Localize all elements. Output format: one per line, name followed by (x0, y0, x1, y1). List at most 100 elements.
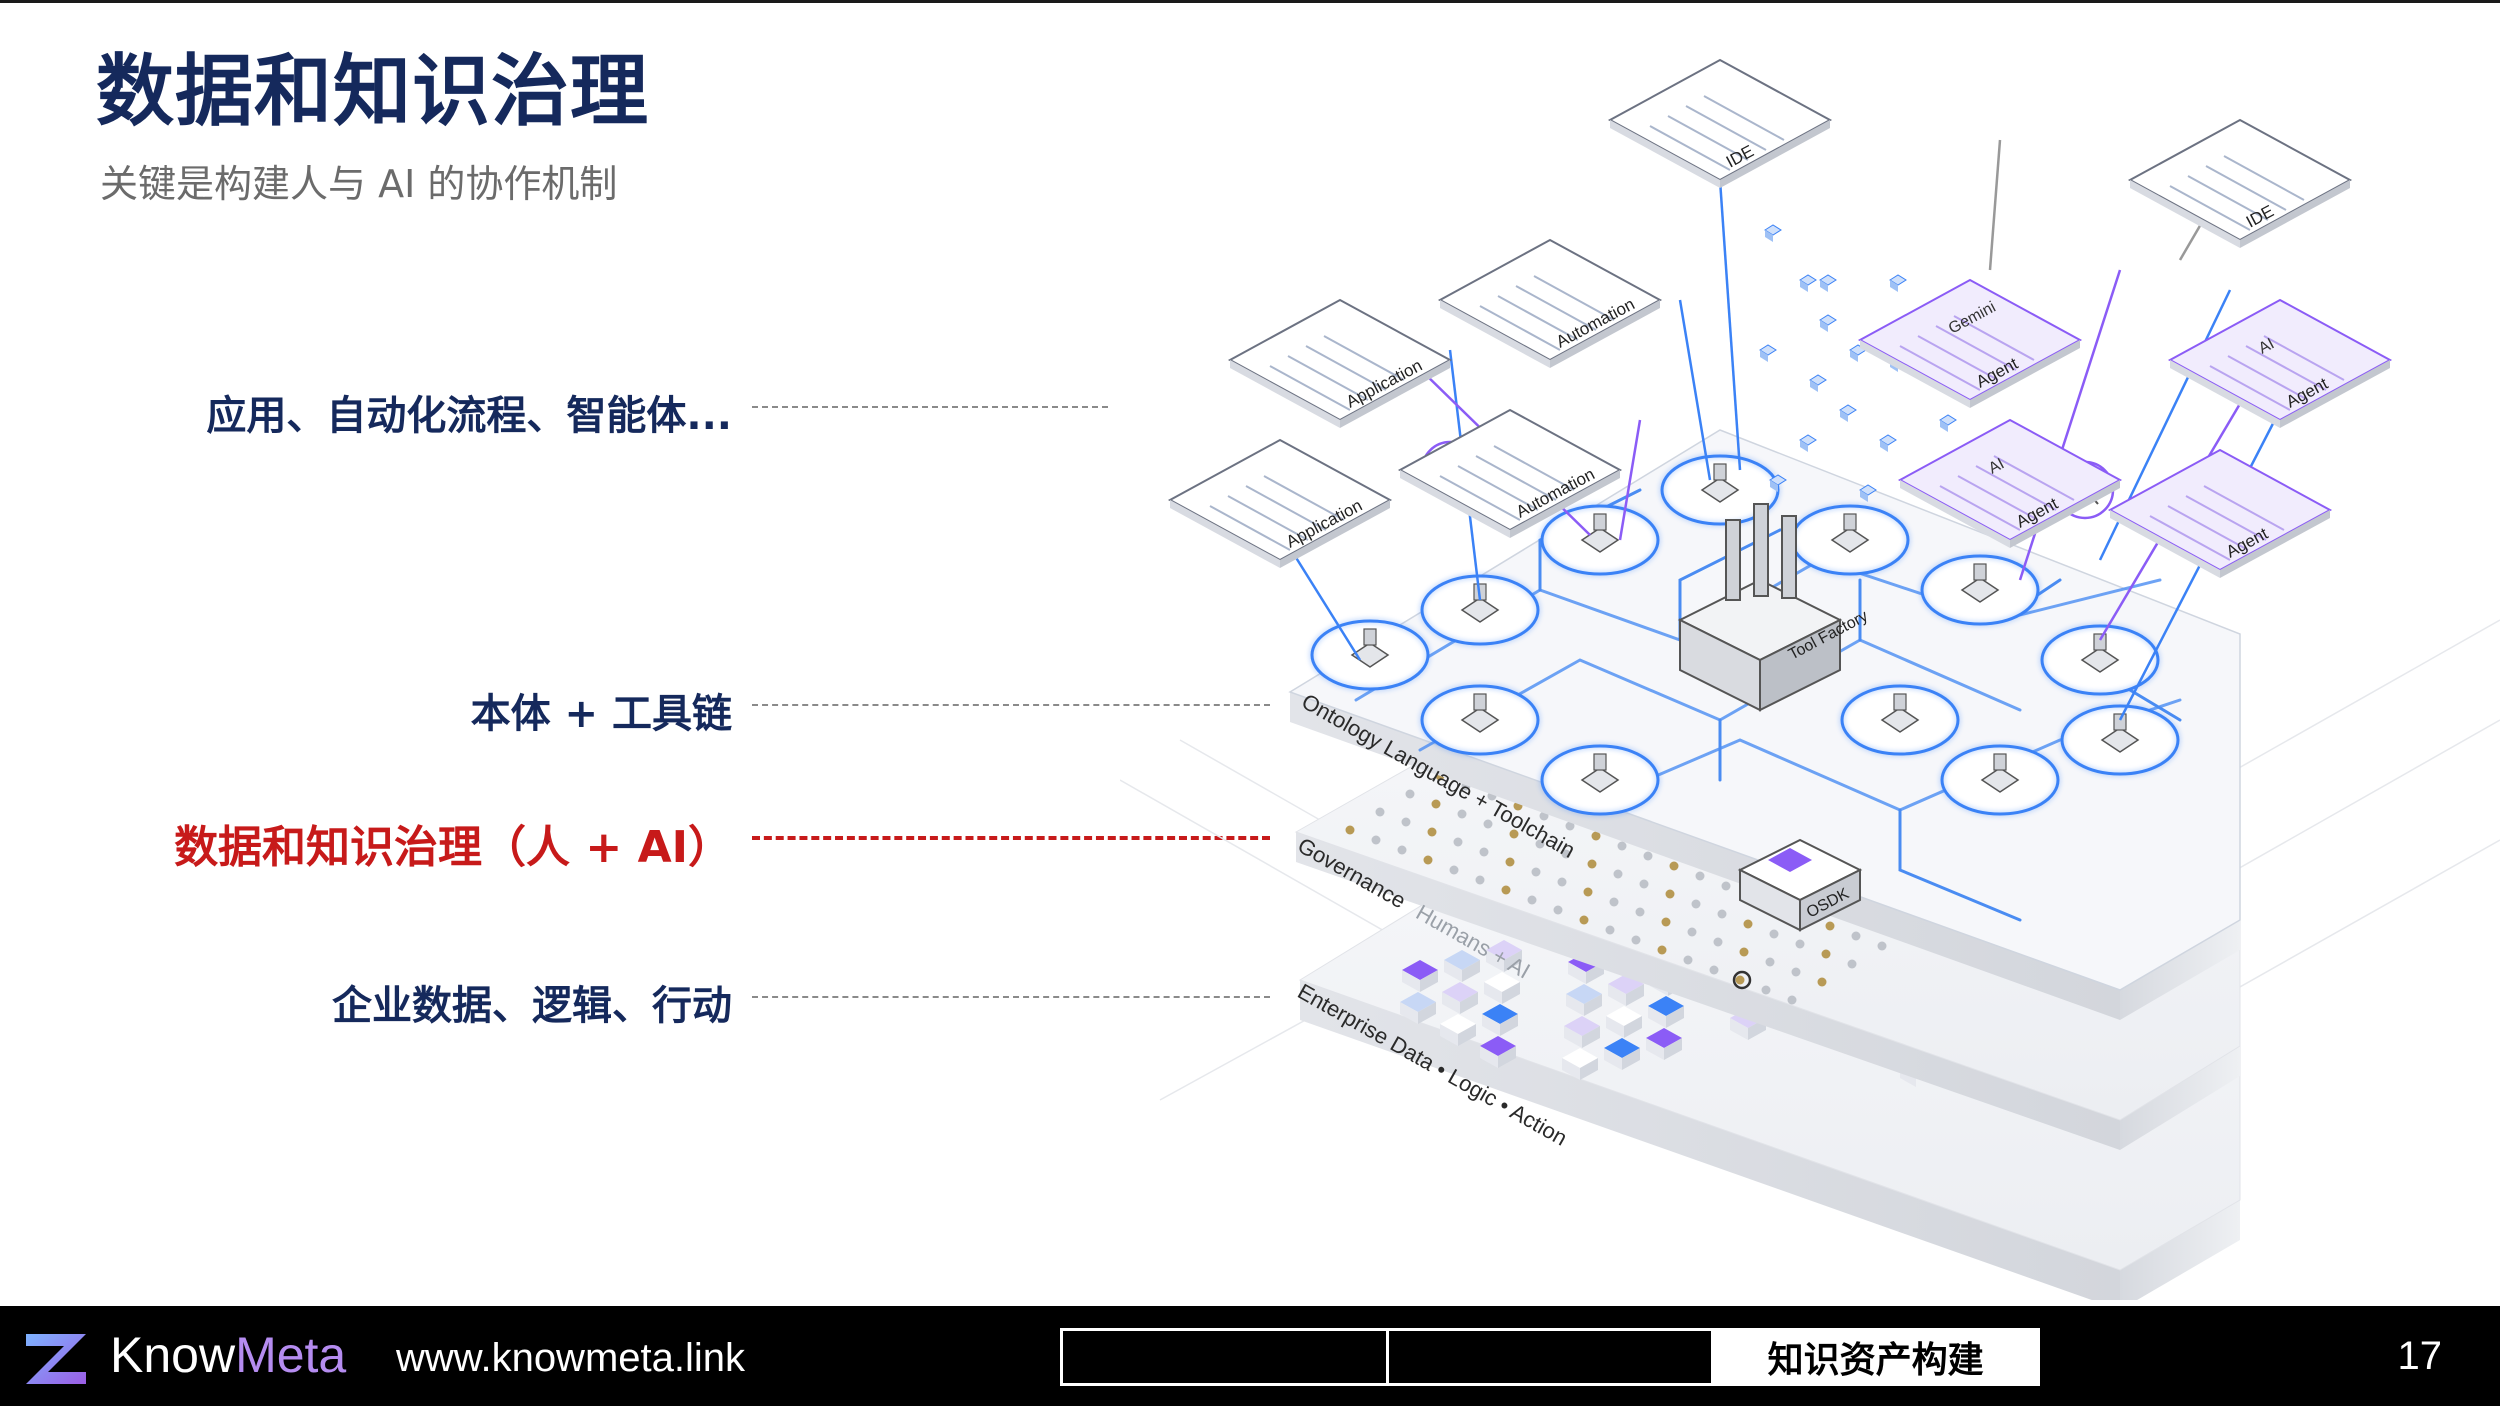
card-ide-right: IDE (2127, 118, 2353, 248)
section-segment-active: 知识资产构建 (1714, 1331, 2038, 1383)
card-application-top: Application (1227, 298, 1453, 428)
governance-dot (1371, 835, 1381, 845)
governance-dot (1847, 959, 1857, 969)
governance-dot (1449, 865, 1459, 875)
governance-dot (1877, 941, 1887, 951)
governance-dot (1695, 871, 1705, 881)
data-cube (1484, 972, 1520, 1004)
governance-dot (1631, 935, 1641, 945)
governance-dot (1583, 887, 1593, 897)
governance-dot (1787, 995, 1797, 1005)
governance-dot (1535, 839, 1545, 849)
data-cube (1606, 1006, 1642, 1038)
governance-dot (1431, 799, 1441, 809)
slide-subtitle: 关键是构建人与 AI 的协作机制 (100, 162, 618, 206)
governance-dot (1669, 861, 1679, 871)
page-number: 17 (2397, 1334, 2443, 1378)
floating-cube (1879, 434, 1897, 452)
governance-dot (1427, 827, 1437, 837)
footer-bar: KnowMeta www.knowmeta.link 知识资产构建 17 (0, 1306, 2500, 1406)
floating-cube (1769, 474, 1787, 492)
knowmeta-logo-icon (26, 1334, 86, 1384)
app-cards: IDEIDEApplicationApplicationAutomationAu… (1167, 58, 2393, 578)
floating-cube (1819, 314, 1837, 332)
top-rule (0, 0, 2500, 3)
connector-line (1678, 299, 1712, 481)
governance-dot (1761, 985, 1771, 995)
leader-line-ontology (752, 704, 1270, 706)
data-cube (1486, 940, 1522, 972)
governance-dot (1605, 925, 1615, 935)
ontology-node (2039, 623, 2161, 697)
data-cube (1566, 984, 1602, 1016)
governance-dot (1397, 845, 1407, 855)
platform-stack-diagram: Enterprise Data • Logic • Action Governa… (1120, 58, 2500, 1300)
brand-name: KnowMeta (110, 1330, 346, 1380)
layer-label-governance: 数据和知识治理（人 + AI） (174, 822, 732, 873)
governance-dot (1345, 825, 1355, 835)
data-cube (1482, 1004, 1518, 1036)
governance-dot (1791, 967, 1801, 977)
floating-cube (1764, 224, 1782, 242)
card-automation-top: Automation (1437, 238, 1663, 368)
ontology-node (1839, 683, 1961, 757)
website-url: www.knowmeta.link (396, 1336, 746, 1380)
osdk-module: OSDK (1737, 838, 1863, 932)
governance-dot (1709, 965, 1719, 975)
data-cube (1646, 1028, 1682, 1060)
governance-dot (1509, 829, 1519, 839)
governance-dot (1717, 909, 1727, 919)
governance-dot (1739, 947, 1749, 957)
section-progress: 知识资产构建 (1060, 1328, 2040, 1386)
floating-cube (1939, 414, 1957, 432)
governance-dot (1665, 889, 1675, 899)
floating-cube (1809, 374, 1827, 392)
section-segment-1 (1063, 1331, 1389, 1383)
ontology-node (1419, 573, 1541, 647)
data-cube (1402, 960, 1438, 992)
governance-dot (1505, 857, 1515, 867)
governance-dot (1735, 975, 1745, 985)
brand-prefix: Know (110, 1327, 236, 1383)
governance-dot (1405, 789, 1415, 799)
governance-dot (1475, 875, 1485, 885)
governance-dot (1423, 855, 1433, 865)
section-segment-2 (1389, 1331, 1715, 1383)
governance-dot (1579, 915, 1589, 925)
governance-dot (1795, 939, 1805, 949)
layer-label-ontology: 本体 + 工具链 (470, 691, 732, 737)
governance-dot (1817, 977, 1827, 987)
governance-dot (1765, 957, 1775, 967)
data-cube (1444, 950, 1480, 982)
palantir-mark-icon (1732, 970, 1752, 990)
governance-dot (1613, 869, 1623, 879)
card-sub-label: AI (1986, 455, 2007, 477)
governance-dot (1401, 817, 1411, 827)
data-cube (1440, 1014, 1476, 1046)
governance-dot (1639, 879, 1649, 889)
floating-cube (1799, 274, 1817, 292)
governance-dot (1453, 837, 1463, 847)
governance-dot (1617, 841, 1627, 851)
leader-line-enterprise (752, 996, 1270, 998)
governance-dot (1643, 851, 1653, 861)
governance-dot (1821, 949, 1831, 959)
data-cube (1400, 992, 1436, 1024)
governance-dot (1561, 849, 1571, 859)
governance-dot (1531, 867, 1541, 877)
connector-line (1988, 139, 2002, 271)
layer-label-apps: 应用、自动化流程、智能体... (206, 393, 732, 439)
data-cube (1604, 1038, 1640, 1070)
data-cube (1648, 996, 1684, 1028)
ontology-node (1539, 743, 1661, 817)
slide-title: 数据和知识治理 (96, 47, 650, 137)
governance-dot (1713, 937, 1723, 947)
governance-dot (1851, 931, 1861, 941)
governance-dot (1657, 945, 1667, 955)
connector-line (1718, 179, 1742, 471)
connector-line (1618, 419, 1642, 541)
ontology-node (1309, 618, 1431, 692)
card-application-bottom: Application (1167, 438, 1393, 568)
